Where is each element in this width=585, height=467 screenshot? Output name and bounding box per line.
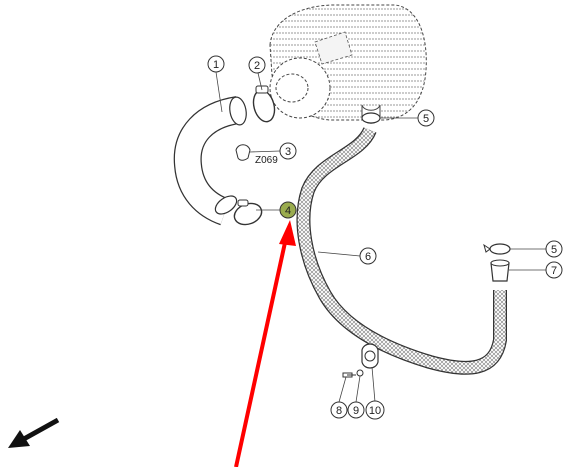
leader-lines bbox=[215, 71, 546, 403]
svg-text:2: 2 bbox=[254, 60, 260, 72]
callout-7: 7 bbox=[545, 261, 563, 279]
grommet-part-10 bbox=[361, 343, 379, 369]
svg-text:5: 5 bbox=[423, 113, 429, 125]
washer-part-9 bbox=[356, 369, 364, 377]
callout-5-upper: 5 bbox=[417, 109, 435, 127]
callout-3: 3 bbox=[279, 142, 297, 160]
braided-hose bbox=[296, 126, 507, 375]
hose-clamp-part-5-right bbox=[483, 243, 511, 255]
svg-text:10: 10 bbox=[369, 405, 381, 417]
svg-text:5: 5 bbox=[551, 244, 557, 256]
hose-clamp-lower bbox=[233, 199, 263, 226]
callout-10: 10 bbox=[365, 400, 385, 420]
screw-part-8 bbox=[342, 372, 356, 378]
callout-4-highlighted: 4 bbox=[279, 201, 297, 219]
callout-8: 8 bbox=[330, 401, 348, 419]
air-filter-housing bbox=[269, 4, 427, 124]
svg-text:8: 8 bbox=[336, 405, 342, 417]
callout-9: 9 bbox=[347, 401, 365, 419]
part-code-label: Z069 bbox=[255, 155, 278, 166]
svg-text:6: 6 bbox=[365, 251, 371, 263]
svg-text:7: 7 bbox=[551, 265, 557, 277]
red-pointer-arrow bbox=[234, 220, 296, 467]
connector-part-7 bbox=[490, 259, 510, 282]
callout-6: 6 bbox=[359, 247, 377, 265]
callout-2: 2 bbox=[248, 56, 266, 74]
callout-5-right: 5 bbox=[545, 240, 563, 258]
svg-text:1: 1 bbox=[213, 59, 219, 71]
svg-text:4: 4 bbox=[285, 205, 291, 217]
clip-part-3 bbox=[235, 144, 251, 161]
hose-clamp-part-5-upper bbox=[361, 112, 381, 124]
svg-text:3: 3 bbox=[285, 146, 291, 158]
svg-text:9: 9 bbox=[353, 405, 359, 417]
direction-arrow-icon bbox=[8, 417, 60, 448]
intake-elbow-hose bbox=[173, 96, 247, 226]
callout-1: 1 bbox=[207, 55, 225, 73]
